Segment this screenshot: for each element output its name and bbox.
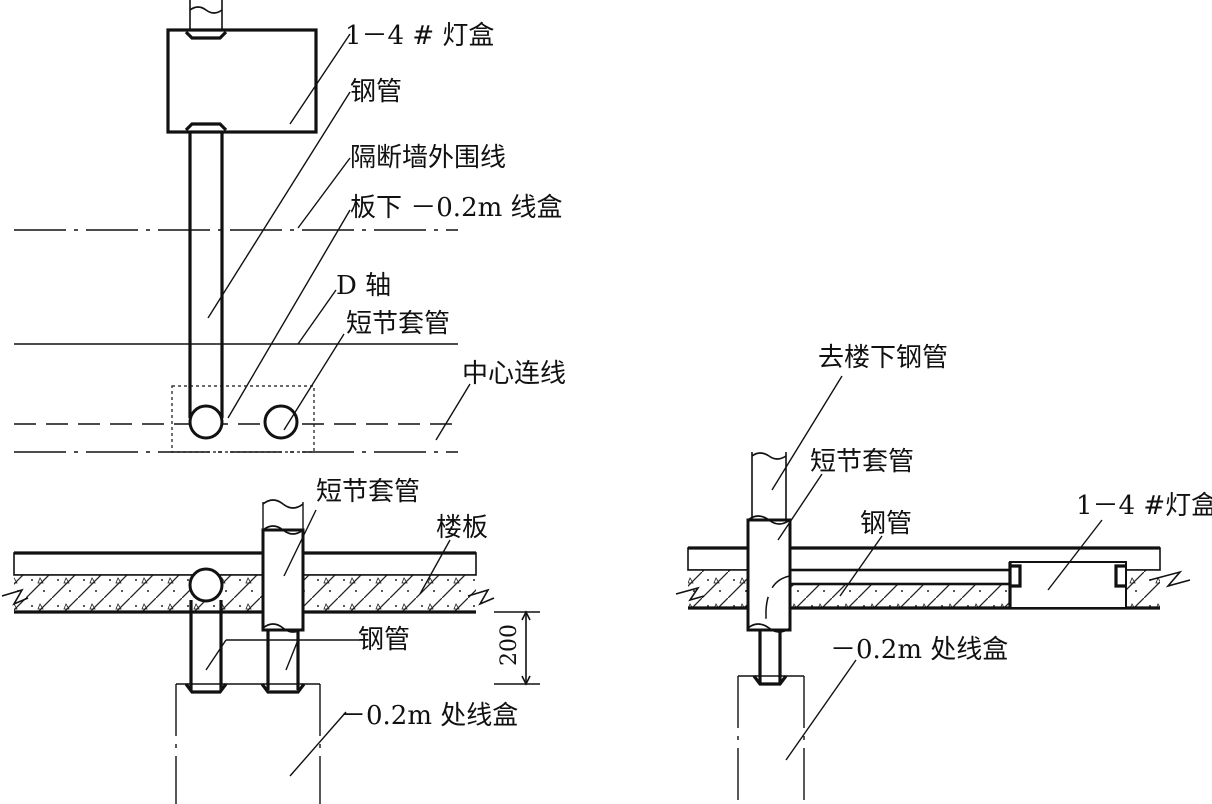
break-right-right: [1149, 570, 1191, 588]
sleeve-right: [746, 518, 792, 632]
label-steel-pipe-right: 钢管: [860, 509, 912, 539]
label-partition-outline: 隔断墙外围线: [350, 143, 506, 173]
leader-lamp-box-right: [1047, 519, 1103, 591]
steel-pipe-section-left: [189, 600, 223, 690]
plan-view: 1－4 # 灯盒 钢管 隔断墙外围线 板下 －0.2m 线盒 D 轴 短节套管 …: [14, 0, 566, 453]
sleeve-circle-plan: [263, 404, 299, 440]
pipe-break-top: [189, 6, 223, 14]
leader-pipe-left-a: [205, 639, 227, 671]
lamp-box-section: [1009, 561, 1127, 609]
lamp-box-plan: [166, 28, 318, 134]
slab-topping-left: [13, 552, 477, 576]
leader-sleeve-right: [777, 473, 823, 541]
leader-sleeve-plan: [283, 333, 345, 431]
label-center-line: 中心连线: [462, 359, 566, 389]
leader-steel-pipe: [207, 91, 351, 319]
section-left: 200 短节套管 楼板 钢管 －0.2m 处线盒: [1, 477, 540, 804]
leader-partition: [297, 157, 351, 229]
break-left: [1, 588, 29, 606]
pipe-stub-top: [189, 0, 223, 30]
section-right: 去楼下钢管 短节套管 钢管 1－4 #灯盒 －0.2m 处线盒: [675, 343, 1212, 804]
pipe-bend-hidden: [765, 575, 791, 630]
label-lamp-box-right: 1－4 #灯盒: [1076, 491, 1212, 521]
label-steel-pipe: 钢管: [350, 77, 402, 107]
label-pipe-downstairs: 去楼下钢管: [818, 343, 948, 373]
label-d-axis: D 轴: [336, 271, 391, 301]
label-lamp-box: 1－4 # 灯盒: [345, 21, 494, 51]
steel-pipe-plan: [188, 132, 224, 418]
leader-d-axis: [297, 289, 337, 345]
label-box-left: －0.2m 处线盒: [340, 701, 518, 731]
label-sleeve-left: 短节套管: [316, 477, 420, 507]
label-steel-pipe-left: 钢管: [358, 625, 410, 655]
box-knockout-top: [184, 30, 228, 40]
pipe-above-sleeve: [262, 502, 304, 530]
steel-pipe-horizontal: [788, 568, 1012, 586]
leader-pipe-left-c: [285, 639, 299, 671]
label-floor-slab: 楼板: [436, 513, 488, 543]
leader-box-right: [785, 659, 857, 761]
box-outline-plan: [171, 385, 315, 453]
pipe-circle-plan: [188, 404, 224, 440]
leader-below-box: [227, 209, 351, 419]
label-sleeve-plan: 短节套管: [346, 309, 450, 339]
leader-box-left: [289, 711, 347, 777]
leader-center-line: [435, 383, 471, 441]
slab-concrete-left: [14, 575, 476, 612]
pipe-downstairs: [751, 452, 787, 520]
leader-slab: [419, 539, 451, 595]
label-sleeve-right: 短节套管: [810, 447, 914, 477]
leader-lamp-box: [289, 33, 351, 125]
label-box-below-slab: 板下 －0.2m 线盒: [350, 193, 563, 223]
label-box-right: －0.2m 处线盒: [830, 635, 1008, 665]
box-knockout-bottom: [184, 122, 228, 132]
leader-sleeve-left: [283, 509, 317, 577]
break-right: [467, 588, 495, 606]
break-left-right: [675, 586, 705, 602]
sleeve-left: [261, 528, 305, 632]
leader-steel-pipe-right: [839, 535, 883, 597]
leader-pipe-downstairs: [771, 375, 843, 491]
label-dimension: 200: [497, 624, 522, 666]
pipe-in-slab-left: [188, 567, 224, 603]
